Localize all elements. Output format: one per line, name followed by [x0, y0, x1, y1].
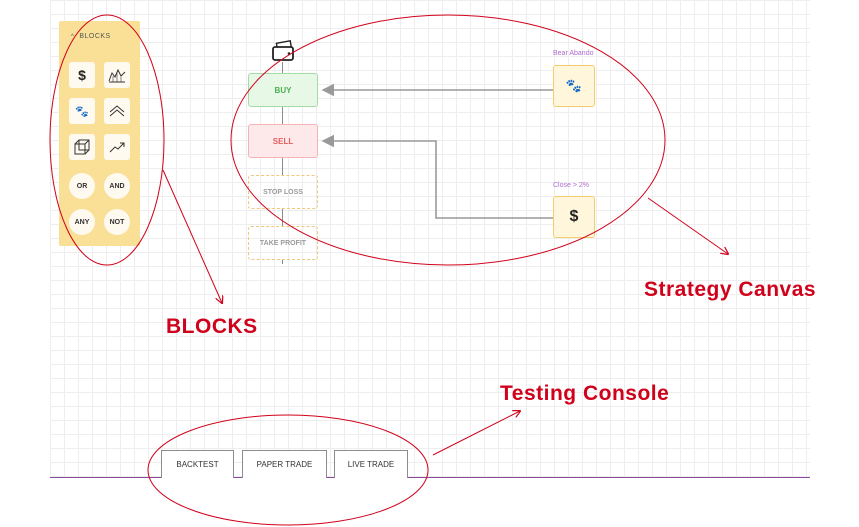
testing-console-annotation: Testing Console — [500, 382, 670, 405]
double-chevron-icon — [109, 105, 125, 117]
wallet-icon[interactable] — [271, 40, 295, 62]
flow-connector — [282, 158, 283, 175]
palette-title: BLOCKS — [79, 33, 111, 40]
paper-trade-button[interactable]: PAPER TRADE — [242, 450, 327, 478]
stop-loss-node[interactable]: STOP LOSS — [248, 175, 318, 209]
flow-connector — [282, 209, 283, 226]
take-profit-node[interactable]: TAKE PROFIT — [248, 226, 318, 260]
strategy-canvas-grid[interactable] — [50, 0, 810, 477]
block-trend-up[interactable] — [104, 134, 130, 160]
buy-node[interactable]: BUY — [248, 73, 318, 107]
block-or[interactable]: OR — [69, 173, 95, 199]
flow-connector — [282, 260, 283, 264]
sell-node[interactable]: SELL — [248, 124, 318, 158]
bear-paw-icon: 🐾 — [75, 105, 89, 118]
chevron-up-icon: ^ — [71, 34, 75, 40]
area-chart-icon — [108, 68, 126, 83]
block-bear[interactable]: 🐾 — [69, 98, 95, 124]
close-condition-label: Close > 2% — [553, 182, 589, 189]
flow-connector — [282, 107, 283, 124]
block-and[interactable]: AND — [104, 173, 130, 199]
strategy-canvas-annotation: Strategy Canvas — [644, 278, 817, 301]
blocks-palette: ^ BLOCKS $ 🐾 — [59, 21, 140, 246]
block-any[interactable]: ANY — [69, 209, 95, 235]
trend-up-icon — [109, 142, 125, 153]
close-condition-block[interactable]: $ — [553, 196, 595, 238]
block-area-chart[interactable] — [104, 62, 130, 88]
bear-paw-icon: 🐾 — [565, 78, 583, 93]
block-dollar[interactable]: $ — [69, 62, 95, 88]
palette-header[interactable]: ^ BLOCKS — [71, 33, 111, 40]
block-not[interactable]: NOT — [104, 209, 130, 235]
bear-condition-block[interactable]: 🐾 — [553, 65, 595, 107]
cube-icon — [74, 139, 90, 155]
block-double-chevron[interactable] — [104, 98, 130, 124]
blocks-annotation: BLOCKS — [166, 315, 258, 338]
console-divider — [50, 477, 810, 478]
backtest-button[interactable]: BACKTEST — [161, 450, 234, 478]
live-trade-button[interactable]: LIVE TRADE — [334, 450, 408, 478]
dollar-icon: $ — [78, 67, 86, 83]
block-cube[interactable] — [69, 134, 95, 160]
bear-condition-label: Bear Abando — [553, 50, 594, 57]
dollar-icon: $ — [569, 208, 579, 225]
